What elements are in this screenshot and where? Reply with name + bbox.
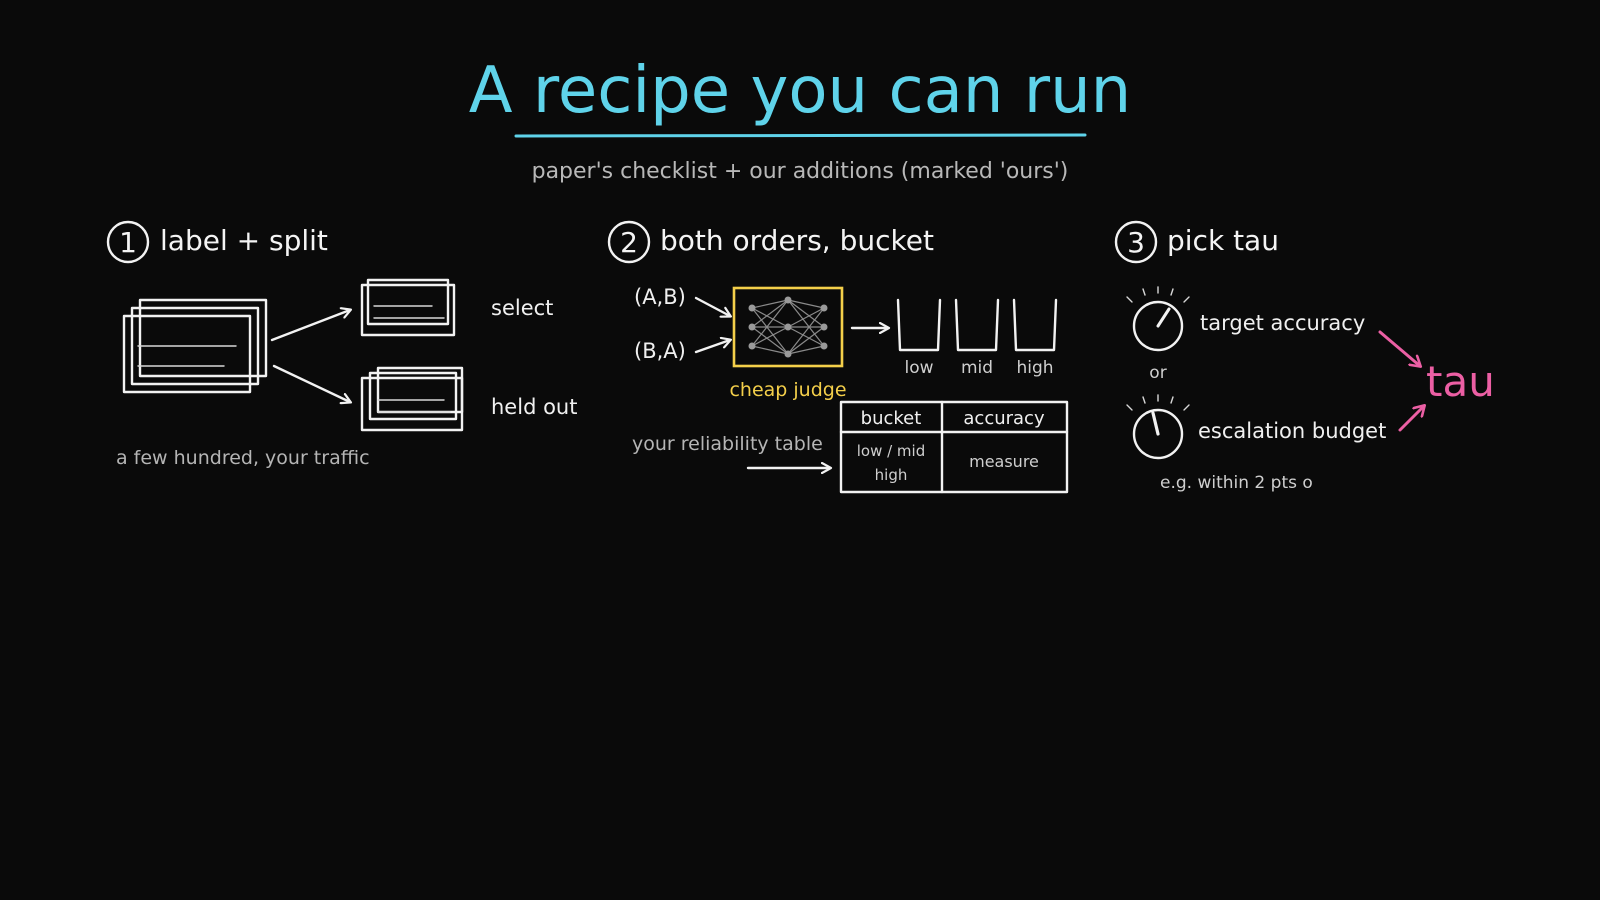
target-accuracy-dial-icon	[1126, 286, 1190, 352]
bucket-low-icon	[896, 298, 942, 352]
split-arrow-heldout	[272, 364, 350, 402]
step-2-number: 2	[620, 226, 638, 259]
escalation-budget-dial-icon	[1126, 394, 1190, 460]
table-cell-accuracy: measure	[969, 452, 1039, 471]
table-cell-bucket-line1: low / mid	[857, 442, 926, 460]
input-ba-arrow	[694, 340, 730, 354]
escalation-budget-label: escalation budget	[1198, 419, 1386, 443]
step-3: 3 pick tau target accuracy or escalation…	[1114, 220, 1495, 493]
step-1-heading: label + split	[160, 224, 328, 257]
step-2: 2 both orders, bucket (A,B) (B,A) cheap …	[607, 220, 1069, 494]
bucket-mid-label: mid	[961, 358, 993, 378]
bucket-low-label: low	[904, 358, 933, 378]
cheap-judge-label: cheap judge	[729, 379, 846, 401]
split-arrow-select	[270, 310, 350, 342]
step-1-number-circle	[106, 220, 150, 264]
step-3-number-circle	[1114, 220, 1158, 264]
bucket-high-label: high	[1016, 358, 1053, 378]
bucket-icons	[896, 298, 1058, 352]
bucket-mid-icon	[954, 298, 1000, 352]
step-2-number-circle	[607, 220, 651, 264]
bucket-high-icon	[1012, 298, 1058, 352]
step-3-note: e.g. within 2 pts o	[1160, 473, 1313, 493]
subtitle: paper's checklist + our additions (marke…	[532, 159, 1069, 184]
budget-to-tau-arrow	[1398, 406, 1424, 432]
select-set-icon	[360, 278, 456, 337]
step-2-heading: both orders, bucket	[660, 224, 934, 257]
step-3-number: 3	[1127, 226, 1145, 259]
dataset-stack-icon	[122, 298, 268, 394]
step-1: 1 label + split select held out a fe	[106, 220, 577, 469]
table-header-accuracy: accuracy	[963, 408, 1045, 429]
step-1-caption: a few hundred, your traffic	[116, 447, 370, 469]
cheap-judge-box	[732, 286, 844, 368]
reliability-table: bucket accuracy low / mid high measure	[839, 400, 1069, 494]
target-to-tau-arrow	[1378, 330, 1420, 366]
step-1-number: 1	[119, 226, 137, 259]
input-ab-arrow	[694, 296, 730, 316]
input-ba-label: (B,A)	[634, 339, 686, 363]
heldout-set-icon	[360, 366, 464, 432]
target-accuracy-label: target accuracy	[1200, 311, 1365, 335]
step-3-heading: pick tau	[1167, 224, 1279, 257]
input-ab-label: (A,B)	[634, 285, 686, 309]
tau-result: tau	[1426, 357, 1495, 406]
table-cell-bucket-line2: high	[875, 466, 908, 484]
select-label: select	[491, 296, 553, 320]
table-header-bucket: bucket	[861, 408, 922, 429]
reliability-table-caption: your reliability table	[632, 433, 823, 455]
or-label: or	[1149, 363, 1166, 383]
neural-network-icon	[748, 296, 828, 358]
page-title: A recipe you can run	[469, 54, 1131, 128]
heldout-label: held out	[491, 395, 577, 419]
title-underline	[514, 133, 1087, 138]
